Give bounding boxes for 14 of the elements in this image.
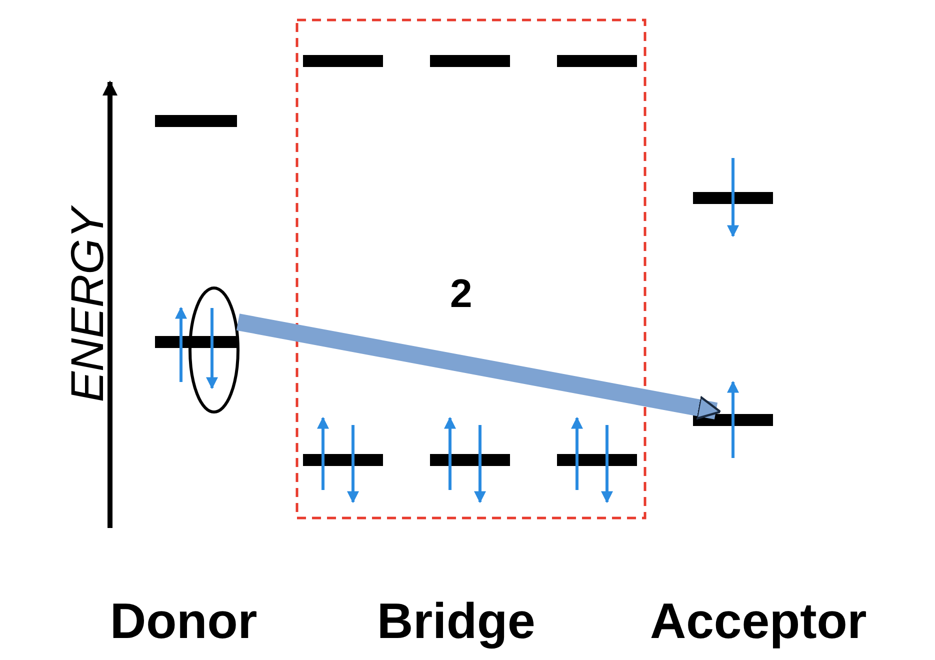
energy-level	[303, 454, 383, 466]
energy-level	[155, 115, 237, 127]
energy-level	[430, 55, 510, 67]
electron-ellipse	[188, 286, 240, 414]
arrow	[236, 314, 722, 420]
energy-level	[557, 454, 637, 466]
energy-level	[303, 55, 383, 67]
column-label: Donor	[110, 592, 258, 650]
axis-label: ENERGY	[60, 208, 114, 402]
energy-level	[557, 55, 637, 67]
energy-level	[693, 192, 773, 204]
column-label: Acceptor	[650, 592, 867, 650]
energy-level	[430, 454, 510, 466]
column-label: Bridge	[377, 592, 536, 650]
